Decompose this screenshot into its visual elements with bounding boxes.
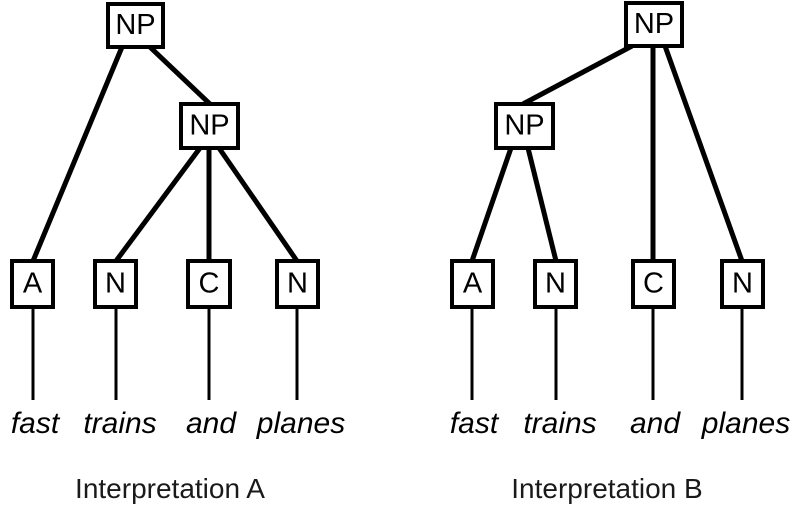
- node-label-inner-np: NP: [189, 110, 229, 142]
- node-label-leaf-n2: N: [732, 268, 753, 300]
- branch-root-to-innernp: [148, 45, 212, 106]
- node-box-leaf-n2: [275, 259, 320, 309]
- node-box-leaf-n1: [533, 259, 578, 309]
- node-box-leaf-n2: [720, 259, 765, 309]
- word-fast: fast: [450, 407, 500, 440]
- branch-innernp-to-n2: [216, 146, 300, 263]
- node-label-root-np: NP: [115, 9, 155, 41]
- node-label-leaf-a: A: [463, 268, 483, 300]
- node-label-leaf-a: A: [23, 268, 43, 300]
- word-fast: fast: [11, 407, 61, 440]
- word-planes: planes: [701, 407, 790, 440]
- node-label-leaf-n1: N: [545, 268, 566, 300]
- word-and: and: [630, 407, 681, 440]
- node-box-leaf-c: [186, 259, 232, 309]
- caption-interpretation-b: Interpretation B: [511, 473, 702, 504]
- caption-interpretation-a: Interpretation A: [75, 473, 265, 504]
- node-root-np[interactable]: NP: [106, 2, 165, 49]
- node-box-inner-np: [179, 102, 240, 150]
- branch-innernp-to-n1: [525, 147, 559, 262]
- node-box-inner-np: [494, 102, 555, 150]
- node-label-leaf-n2: N: [287, 268, 308, 300]
- word-planes: planes: [256, 407, 345, 440]
- word-trains: trains: [83, 407, 156, 440]
- node-label-inner-np: NP: [504, 110, 544, 142]
- node-leaf-a[interactable]: A: [450, 259, 495, 309]
- node-label-root-np: NP: [634, 8, 674, 40]
- node-box-root-np: [106, 2, 165, 49]
- node-leaf-c[interactable]: C: [186, 259, 232, 309]
- node-leaf-n2[interactable]: N: [720, 259, 765, 309]
- node-inner-np[interactable]: NP: [179, 102, 240, 150]
- node-box-root-np: [624, 1, 684, 48]
- branch-root-to-n2: [662, 45, 745, 262]
- node-inner-np[interactable]: NP: [494, 102, 555, 150]
- node-leaf-n1[interactable]: N: [93, 259, 138, 309]
- node-label-leaf-c: C: [643, 268, 664, 300]
- node-box-leaf-c: [631, 259, 676, 309]
- node-box-leaf-a: [450, 259, 495, 309]
- node-box-leaf-a: [10, 259, 55, 309]
- node-leaf-n1[interactable]: N: [533, 259, 578, 309]
- branch-root-to-innernp: [521, 43, 634, 107]
- branch-innernp-to-n1: [113, 146, 203, 263]
- node-leaf-a[interactable]: A: [10, 259, 55, 309]
- word-trains: trains: [523, 407, 596, 440]
- node-label-leaf-n1: N: [105, 268, 126, 300]
- node-root-np[interactable]: NP: [624, 1, 684, 48]
- branch-innernp-to-a: [469, 147, 514, 262]
- node-box-leaf-n1: [93, 259, 138, 309]
- node-label-leaf-c: C: [199, 268, 220, 300]
- node-leaf-n2[interactable]: N: [275, 259, 320, 309]
- word-and: and: [186, 407, 237, 440]
- node-leaf-c[interactable]: C: [631, 259, 676, 309]
- branch-root-to-a: [30, 46, 125, 262]
